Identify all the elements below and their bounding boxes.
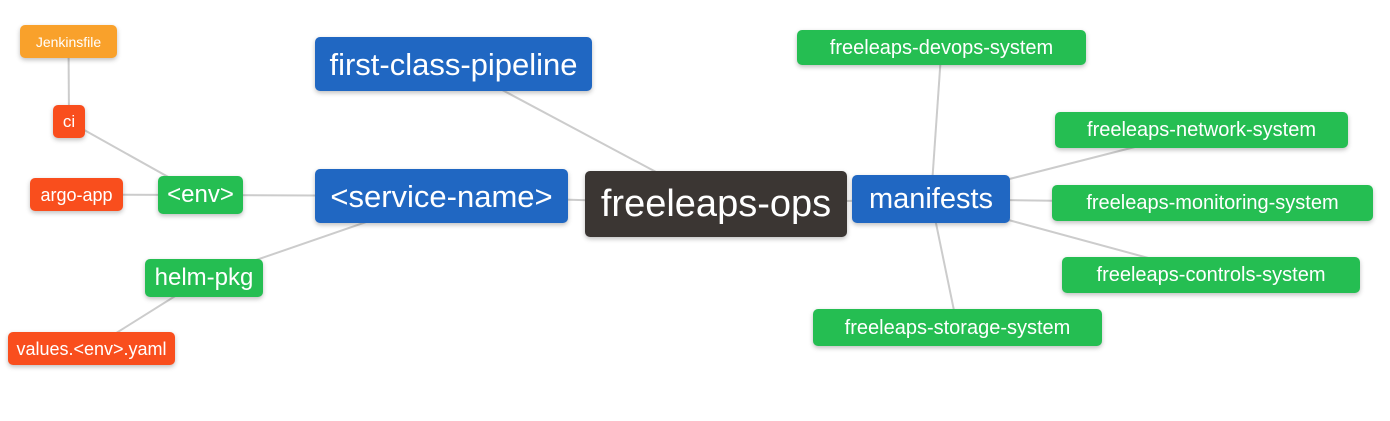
node-ci[interactable]: ci [53, 105, 85, 138]
node-freeleaps-ops[interactable]: freeleaps-ops [585, 171, 847, 237]
node-service-name[interactable]: <service-name> [315, 169, 568, 223]
node-freeleaps-controls-system[interactable]: freeleaps-controls-system [1062, 257, 1360, 293]
edge-manifests-devops [930, 47, 943, 200]
node-manifests[interactable]: manifests [852, 175, 1010, 223]
node-jenkinsfile[interactable]: Jenkinsfile [20, 25, 117, 58]
node-first-class-pipeline[interactable]: first-class-pipeline [315, 37, 592, 91]
node-freeleaps-monitoring-system[interactable]: freeleaps-monitoring-system [1052, 185, 1373, 221]
node-freeleaps-storage-system[interactable]: freeleaps-storage-system [813, 309, 1102, 346]
node-helm-pkg[interactable]: helm-pkg [145, 259, 263, 297]
node-argo-app[interactable]: argo-app [30, 178, 123, 211]
node-freeleaps-devops-system[interactable]: freeleaps-devops-system [797, 30, 1086, 65]
node-env[interactable]: <env> [158, 176, 243, 214]
node-values-env-yaml[interactable]: values.<env>.yaml [8, 332, 175, 365]
node-freeleaps-network-system[interactable]: freeleaps-network-system [1055, 112, 1348, 148]
